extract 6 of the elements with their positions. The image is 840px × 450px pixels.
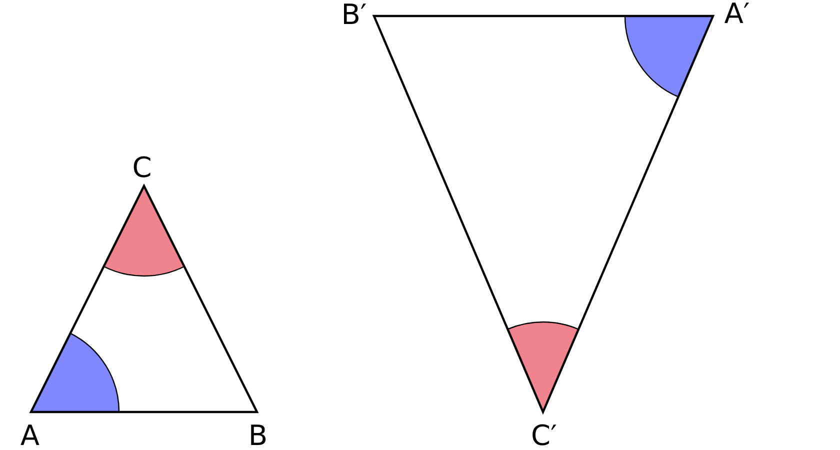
vertex-label: B <box>248 422 268 450</box>
vertex-label: C <box>132 154 152 182</box>
vertex-label: B′ <box>341 1 367 29</box>
vertex-label: C′ <box>531 422 557 450</box>
vertex-label: A′ <box>724 0 750 28</box>
vertex-label: A <box>20 422 40 450</box>
